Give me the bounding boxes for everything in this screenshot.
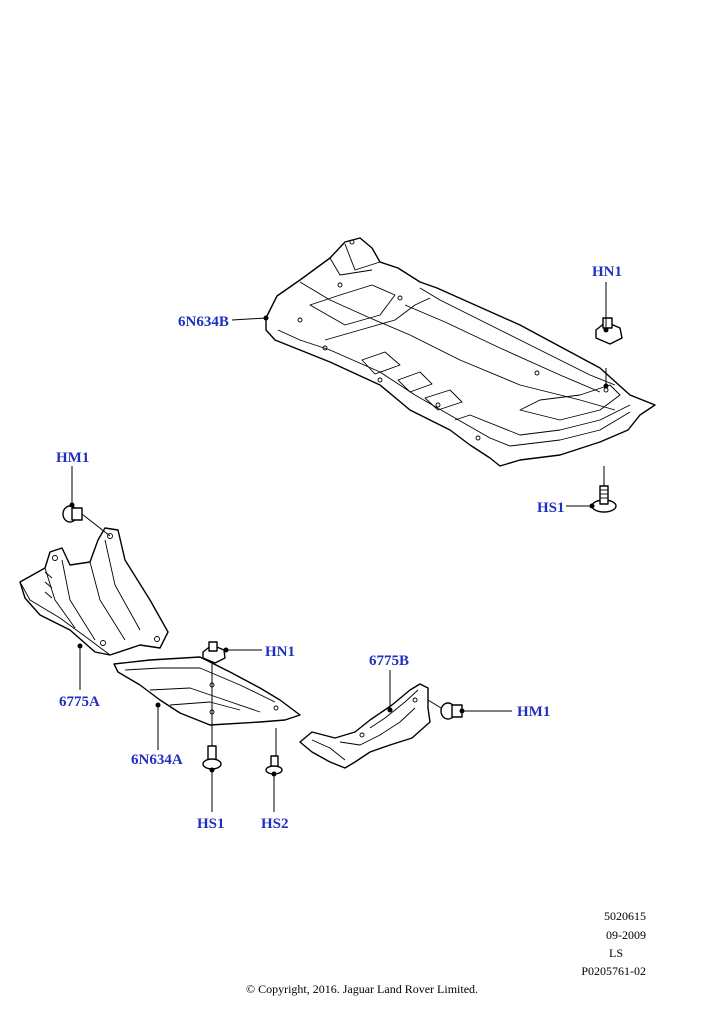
callout-hs1-bottom: HS1	[197, 816, 225, 832]
info-line-3: LS	[608, 946, 623, 960]
callout-hs2: HS2	[261, 816, 289, 832]
callout-hm1-left: HM1	[56, 450, 89, 466]
info-line-1: 5020615	[604, 909, 646, 923]
nut-hn1-mid	[202, 641, 226, 664]
callout-hn1-mid: HN1	[265, 644, 295, 660]
callout-6775a: 6775A	[59, 694, 100, 710]
callout-6775b: 6775B	[369, 653, 409, 669]
underbody-panel-6n634b	[265, 237, 656, 467]
info-line-4: P0205761-02	[581, 964, 646, 978]
nut-hn1-top	[595, 317, 623, 345]
heat-shield-6775a	[19, 527, 169, 656]
info-line-2: 09-2009	[606, 928, 646, 942]
heat-shield-6775b	[299, 683, 431, 769]
screw-hs2	[265, 755, 283, 775]
callout-6n634a: 6N634A	[131, 752, 183, 768]
screw-hs1-bottom	[202, 745, 222, 770]
callout-hn1-top: HN1	[592, 264, 622, 280]
copyright-notice: © Copyright, 2016. Jaguar Land Rover Lim…	[245, 982, 479, 996]
callout-hm1-right: HM1	[517, 704, 550, 720]
callout-hs1-right: HS1	[537, 500, 565, 516]
screw-hs1-right	[591, 485, 617, 513]
clip-hm1-left	[62, 505, 83, 523]
clip-hm1-right	[440, 702, 463, 720]
underbody-panel-6n634a	[113, 656, 301, 726]
leader-lines	[69, 282, 609, 812]
callout-6n634b: 6N634B	[178, 314, 229, 330]
